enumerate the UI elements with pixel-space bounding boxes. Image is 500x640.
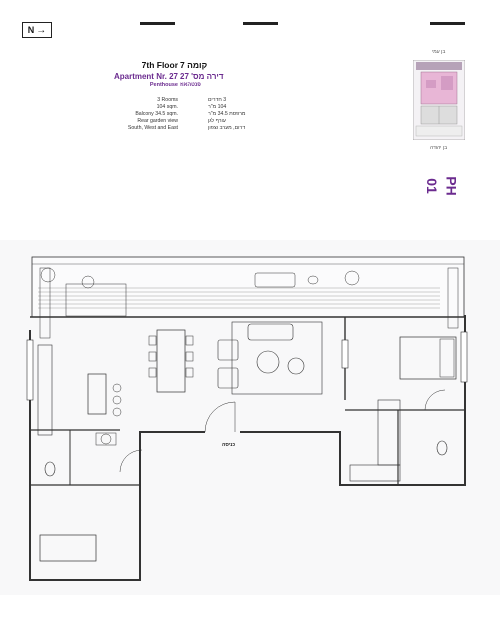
master-bed (399, 336, 457, 380)
toilet (436, 440, 448, 456)
detail-line: South, West and East (127, 125, 178, 131)
balcony-deck (38, 287, 440, 309)
exterior-wall (29, 330, 205, 581)
apartment-type: Penthouse (149, 82, 178, 88)
column-divider-bar (140, 22, 175, 25)
single-bed (39, 534, 97, 562)
shower (349, 464, 401, 482)
detail-line: 104 מ"ר (208, 104, 227, 110)
sofa (247, 323, 294, 341)
apartment-info-hebrew: קומה 7 דירה מס' 27 פנטהאוז 3 חדרים 104 מ… (180, 60, 268, 132)
apartment-details: 3 Rooms 104 sqm. Balcony 34.5 sqm. Rear … (38, 97, 178, 132)
detail-line: מרפסת 34.5 מ"ר (208, 111, 246, 117)
footer-area (0, 595, 500, 640)
keyplan-bottom-street: בן יהודה (430, 145, 448, 151)
coffee-table (256, 350, 280, 374)
door-swing (424, 389, 446, 411)
column-divider-bar (243, 22, 278, 25)
kitchen-island (87, 373, 107, 415)
detail-line: דרום, מערב וצפון (208, 125, 246, 131)
keyplan-top-street: בן עמי (432, 49, 446, 55)
toilet (44, 461, 56, 477)
armchair (217, 367, 239, 389)
detail-line: Balcony 34.5 sqm. (135, 111, 178, 117)
apartment-info-english: 7th Floor Apartment Nr. 27 Penthouse 3 R… (38, 60, 178, 132)
keyplan-room (441, 76, 453, 90)
entrance-label: כניסה (222, 442, 235, 448)
apartment-number-hebrew: דירה מס' 27 (180, 72, 224, 81)
column-divider-bar (430, 22, 465, 25)
plant-icon (344, 270, 360, 286)
window (341, 339, 349, 369)
arrow-right-icon: → (36, 24, 47, 36)
living-rug (231, 321, 323, 395)
window (26, 339, 34, 401)
penthouse-badge: PH 01 (424, 172, 464, 212)
plant-icon (81, 275, 95, 289)
plant-icon (40, 267, 56, 283)
window (460, 331, 468, 383)
planter (39, 267, 51, 339)
apartment-details-hebrew: 3 חדרים 104 מ"ר מרפסת 34.5 מ"ר עורף לגן … (208, 97, 268, 132)
north-label: N (27, 25, 35, 35)
balcony-table (307, 275, 319, 285)
detail-line: 3 Rooms (157, 97, 178, 103)
detail-line: 3 חדרים (208, 97, 227, 103)
keyplan-ground (415, 125, 463, 137)
floor-title: 7th Floor (141, 60, 178, 70)
floor-title-hebrew: קומה 7 (180, 60, 208, 70)
door-swing (119, 449, 143, 473)
balcony-lounge (254, 272, 296, 288)
dining-table (156, 329, 186, 393)
badge-line-number: 01 (423, 178, 440, 194)
keyplan-room (426, 80, 436, 88)
planter (447, 267, 459, 329)
badge-line-ph: PH (443, 176, 460, 196)
apartment-number: Apartment Nr. 27 (113, 72, 178, 81)
washing-machine (95, 432, 117, 446)
balcony-outline (31, 256, 465, 318)
north-indicator: N → (22, 22, 52, 38)
keyplan-roof (416, 62, 462, 70)
detail-line: Rear garden view (137, 118, 178, 124)
entry-door-swing (204, 401, 236, 433)
kitchen-counter (37, 344, 53, 436)
exterior-wall (240, 315, 466, 486)
key-plan (413, 60, 465, 140)
detail-line: 104 sqm. (156, 104, 178, 110)
pergola (65, 283, 127, 317)
armchair (217, 339, 239, 361)
detail-line: עורף לגן (208, 118, 226, 124)
apartment-type-hebrew: פנטהאוז (180, 82, 201, 88)
floor-plan-drawing: כניסה (26, 256, 468, 581)
